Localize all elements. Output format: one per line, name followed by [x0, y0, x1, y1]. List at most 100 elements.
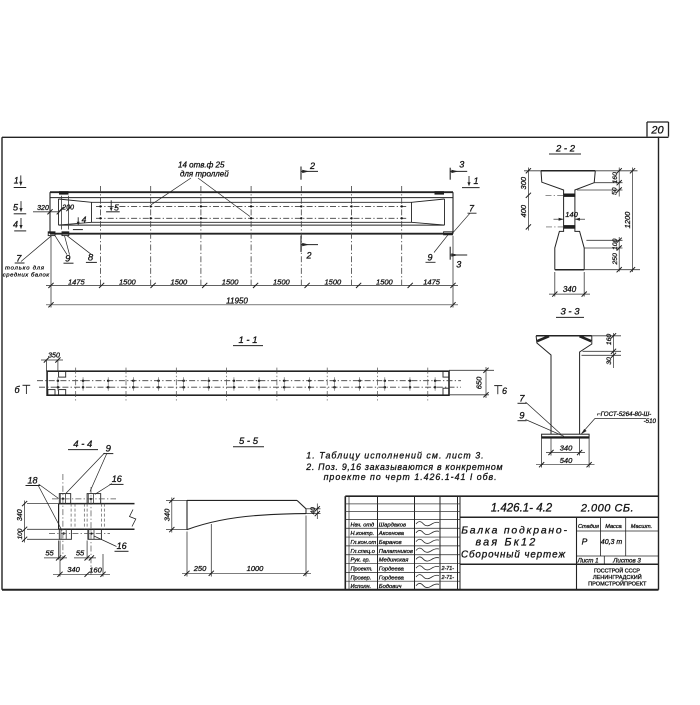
svg-text:5: 5 — [114, 203, 119, 213]
svg-text:650: 650 — [475, 376, 484, 389]
svg-text:1475: 1475 — [68, 278, 86, 287]
svg-text:⌐ГОСТ-5264-80-Ш-: ⌐ГОСТ-5264-80-Ш- — [597, 411, 651, 418]
svg-text:40: 40 — [310, 507, 317, 515]
svg-text:340: 340 — [560, 444, 573, 453]
svg-text:250: 250 — [612, 253, 619, 266]
svg-text:2-71-: 2-71- — [441, 566, 455, 572]
svg-text:55: 55 — [45, 549, 54, 558]
svg-text:-510: -510 — [644, 418, 657, 425]
svg-text:ЛЕНИНГРАДСКИЙ: ЛЕНИНГРАДСКИЙ — [593, 573, 642, 581]
svg-text:2. Поз. 9,16 заказываются в ко: 2. Поз. 9,16 заказываются в конкретном — [305, 462, 503, 472]
svg-text:1500: 1500 — [273, 278, 291, 287]
svg-text:50: 50 — [612, 187, 619, 195]
svg-text:320: 320 — [37, 205, 49, 212]
svg-text:Бодович: Бодович — [379, 584, 402, 590]
svg-text:540: 540 — [560, 456, 573, 465]
svg-text:2: 2 — [309, 161, 315, 171]
svg-text:7: 7 — [16, 253, 22, 264]
svg-text:ГОССТРОЙ СССР: ГОССТРОЙ СССР — [594, 567, 640, 575]
svg-text:55: 55 — [76, 549, 85, 558]
svg-text:1500: 1500 — [376, 278, 394, 287]
svg-text:3 - 3: 3 - 3 — [560, 307, 580, 318]
svg-text:Н.контр.: Н.контр. — [351, 531, 375, 537]
svg-text:Мединская: Мединская — [379, 558, 409, 564]
svg-text:Масшт.: Масшт. — [631, 524, 652, 530]
svg-text:1500: 1500 — [171, 278, 189, 287]
svg-text:4: 4 — [82, 215, 87, 225]
svg-text:11950: 11950 — [226, 297, 248, 306]
svg-text:160: 160 — [612, 172, 619, 184]
svg-text:14 отв.ф 25: 14 отв.ф 25 — [178, 161, 225, 170]
svg-text:7: 7 — [519, 393, 525, 404]
svg-text:1.426.1- 4.2: 1.426.1- 4.2 — [491, 503, 553, 515]
svg-text:100: 100 — [612, 238, 619, 250]
svg-text:8: 8 — [88, 253, 94, 264]
svg-text:2.000 СБ.: 2.000 СБ. — [580, 503, 634, 515]
svg-text:1. Таблицу исполнений см. лис: 1. Таблицу исполнений см. лист 3. — [306, 450, 484, 460]
svg-text:1: 1 — [14, 176, 19, 186]
svg-text:5 - 5: 5 - 5 — [239, 436, 259, 447]
svg-text:340: 340 — [162, 508, 171, 521]
svg-text:Исполн.: Исполн. — [351, 584, 372, 590]
svg-text:Нач. отд: Нач. отд — [351, 522, 375, 528]
svg-text:1200: 1200 — [623, 211, 632, 229]
svg-text:160: 160 — [606, 334, 613, 346]
svg-text:Листов 3: Листов 3 — [612, 557, 641, 564]
svg-text:Палатников: Палатников — [379, 549, 413, 555]
svg-text:7: 7 — [469, 204, 475, 214]
svg-text:30: 30 — [606, 357, 613, 365]
svg-text:100: 100 — [17, 528, 24, 539]
svg-text:Стадия: Стадия — [578, 524, 599, 530]
svg-text:Рук. гр.: Рук. гр. — [351, 558, 371, 564]
svg-text:340: 340 — [563, 285, 577, 294]
svg-text:вая Бк12: вая Бк12 — [476, 537, 538, 549]
svg-text:340: 340 — [67, 565, 80, 574]
svg-text:9: 9 — [65, 253, 71, 264]
svg-text:б: б — [14, 385, 20, 395]
svg-text:для троллей: для троллей — [180, 170, 229, 179]
svg-text:9: 9 — [427, 253, 432, 263]
svg-text:Баранов: Баранов — [379, 540, 402, 546]
svg-text:только для: только для — [5, 265, 45, 271]
svg-text:Аксенова: Аксенова — [378, 531, 405, 537]
svg-text:проекте по черт 1.426.1-41 I о: проекте по черт 1.426.1-41 I обв. — [324, 472, 498, 482]
svg-text:Провер.: Провер. — [351, 575, 372, 581]
svg-text:2-71-: 2-71- — [441, 575, 455, 581]
svg-text:1000: 1000 — [247, 564, 265, 573]
svg-text:Р: Р — [582, 537, 588, 547]
svg-text:1500: 1500 — [222, 278, 240, 287]
svg-text:Гл.кон.от: Гл.кон.от — [351, 540, 377, 546]
svg-text:40,3 т: 40,3 т — [601, 539, 623, 546]
svg-text:18: 18 — [27, 475, 37, 485]
svg-text:5: 5 — [13, 203, 19, 213]
svg-text:Проект.: Проект. — [351, 567, 373, 573]
svg-text:160: 160 — [89, 566, 102, 575]
svg-text:1 - 1: 1 - 1 — [238, 335, 257, 346]
svg-text:20: 20 — [650, 125, 664, 137]
svg-text:2: 2 — [305, 251, 311, 261]
svg-text:3: 3 — [459, 159, 464, 169]
svg-text:200: 200 — [61, 205, 74, 212]
svg-text:1475: 1475 — [423, 278, 441, 287]
svg-text:Гордеева: Гордеева — [379, 567, 405, 573]
svg-text:350: 350 — [48, 352, 60, 359]
svg-text:Лист 1: Лист 1 — [576, 557, 598, 564]
svg-text:Балка подкрано-: Балка подкрано- — [461, 526, 569, 537]
svg-text:16: 16 — [112, 474, 122, 484]
svg-text:1: 1 — [473, 176, 478, 186]
svg-text:6: 6 — [502, 386, 507, 396]
svg-text:400: 400 — [519, 204, 528, 217]
svg-text:340: 340 — [17, 509, 24, 521]
svg-text:Шардаков: Шардаков — [379, 522, 406, 528]
svg-text:Гл.спец.о: Гл.спец.о — [351, 549, 375, 555]
svg-text:ПРОМСТРОЙПРОЕКТ: ПРОМСТРОЙПРОЕКТ — [588, 579, 647, 587]
svg-text:Масса: Масса — [605, 524, 622, 530]
svg-text:300: 300 — [519, 176, 528, 189]
svg-text:1500: 1500 — [119, 278, 137, 287]
svg-text:Сборочный чертеж: Сборочный чертеж — [461, 550, 566, 561]
svg-text:4 - 4: 4 - 4 — [73, 439, 92, 450]
svg-text:3: 3 — [456, 260, 461, 270]
svg-text:9: 9 — [519, 411, 525, 422]
svg-text:средних балок: средних балок — [3, 272, 50, 278]
svg-text:250: 250 — [193, 564, 207, 573]
